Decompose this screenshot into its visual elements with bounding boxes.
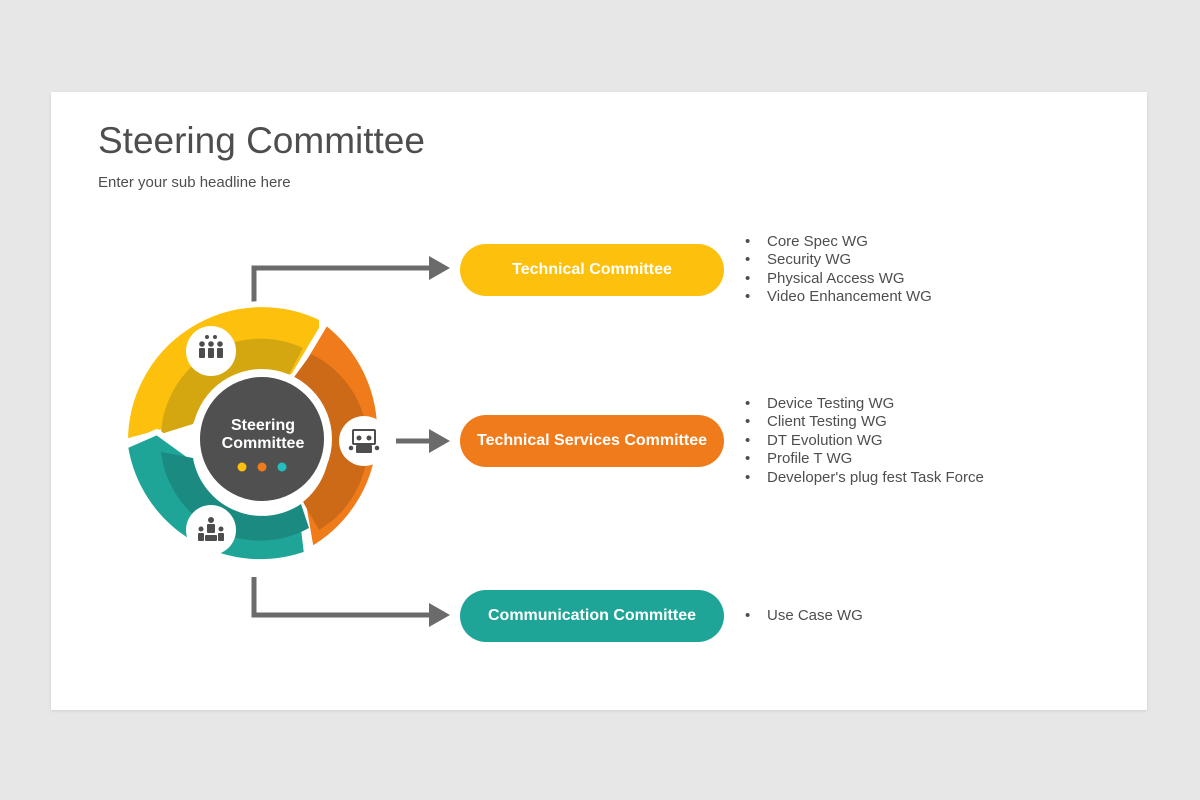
arrow-head-top [429, 256, 450, 280]
list-item: Use Case WG [745, 607, 863, 626]
slide-title: Steering Committee [98, 120, 425, 161]
arrow-head-middle [429, 429, 450, 453]
connector-bottom [251, 577, 431, 618]
center-label-line1: Steering [230, 417, 295, 434]
segment-orange-inner [289, 354, 368, 530]
committee-diagram [121, 256, 450, 627]
communication-committee-pill: Communication Committee [460, 590, 724, 642]
slide-subtitle: Enter your sub headline here [98, 174, 291, 191]
list-item: Profile T WG [745, 450, 984, 469]
technical-committee-list: Core Spec WG Security WG Physical Access… [745, 233, 932, 307]
technical-committee-pill: Technical Committee [460, 244, 724, 296]
list-item: Developer's plug fest Task Force [745, 469, 984, 488]
connector-lines [251, 265, 431, 618]
arrow-head-bottom [429, 603, 450, 627]
center-dots [237, 462, 287, 472]
list-item: Client Testing WG [745, 413, 984, 432]
center-label: Steering Committee [205, 417, 321, 453]
communication-committee-list: Use Case WG [745, 607, 863, 626]
center-circle-highlight [200, 377, 324, 501]
presentation-group-icon [186, 505, 236, 555]
team-meeting-icon [186, 326, 236, 376]
dot-orange [257, 462, 267, 472]
technical-services-committee-pill: Technical Services Committee [460, 415, 724, 467]
list-item: Physical Access WG [745, 270, 932, 289]
connector-top [251, 265, 431, 304]
list-item: DT Evolution WG [745, 432, 984, 451]
conference-table-icon [339, 416, 389, 466]
list-item: Device Testing WG [745, 395, 984, 414]
dot-yellow [237, 462, 247, 472]
technical-services-committee-list: Device Testing WG Client Testing WG DT E… [745, 395, 984, 487]
list-item: Security WG [745, 251, 932, 270]
list-item: Video Enhancement WG [745, 288, 932, 307]
list-item: Core Spec WG [745, 233, 932, 252]
slide: Steering Committee Enter your sub headli… [51, 92, 1147, 710]
arrow-heads [429, 256, 450, 627]
dot-teal [277, 462, 287, 472]
center-circle [200, 377, 324, 501]
center-label-line2: Committee [221, 435, 305, 452]
